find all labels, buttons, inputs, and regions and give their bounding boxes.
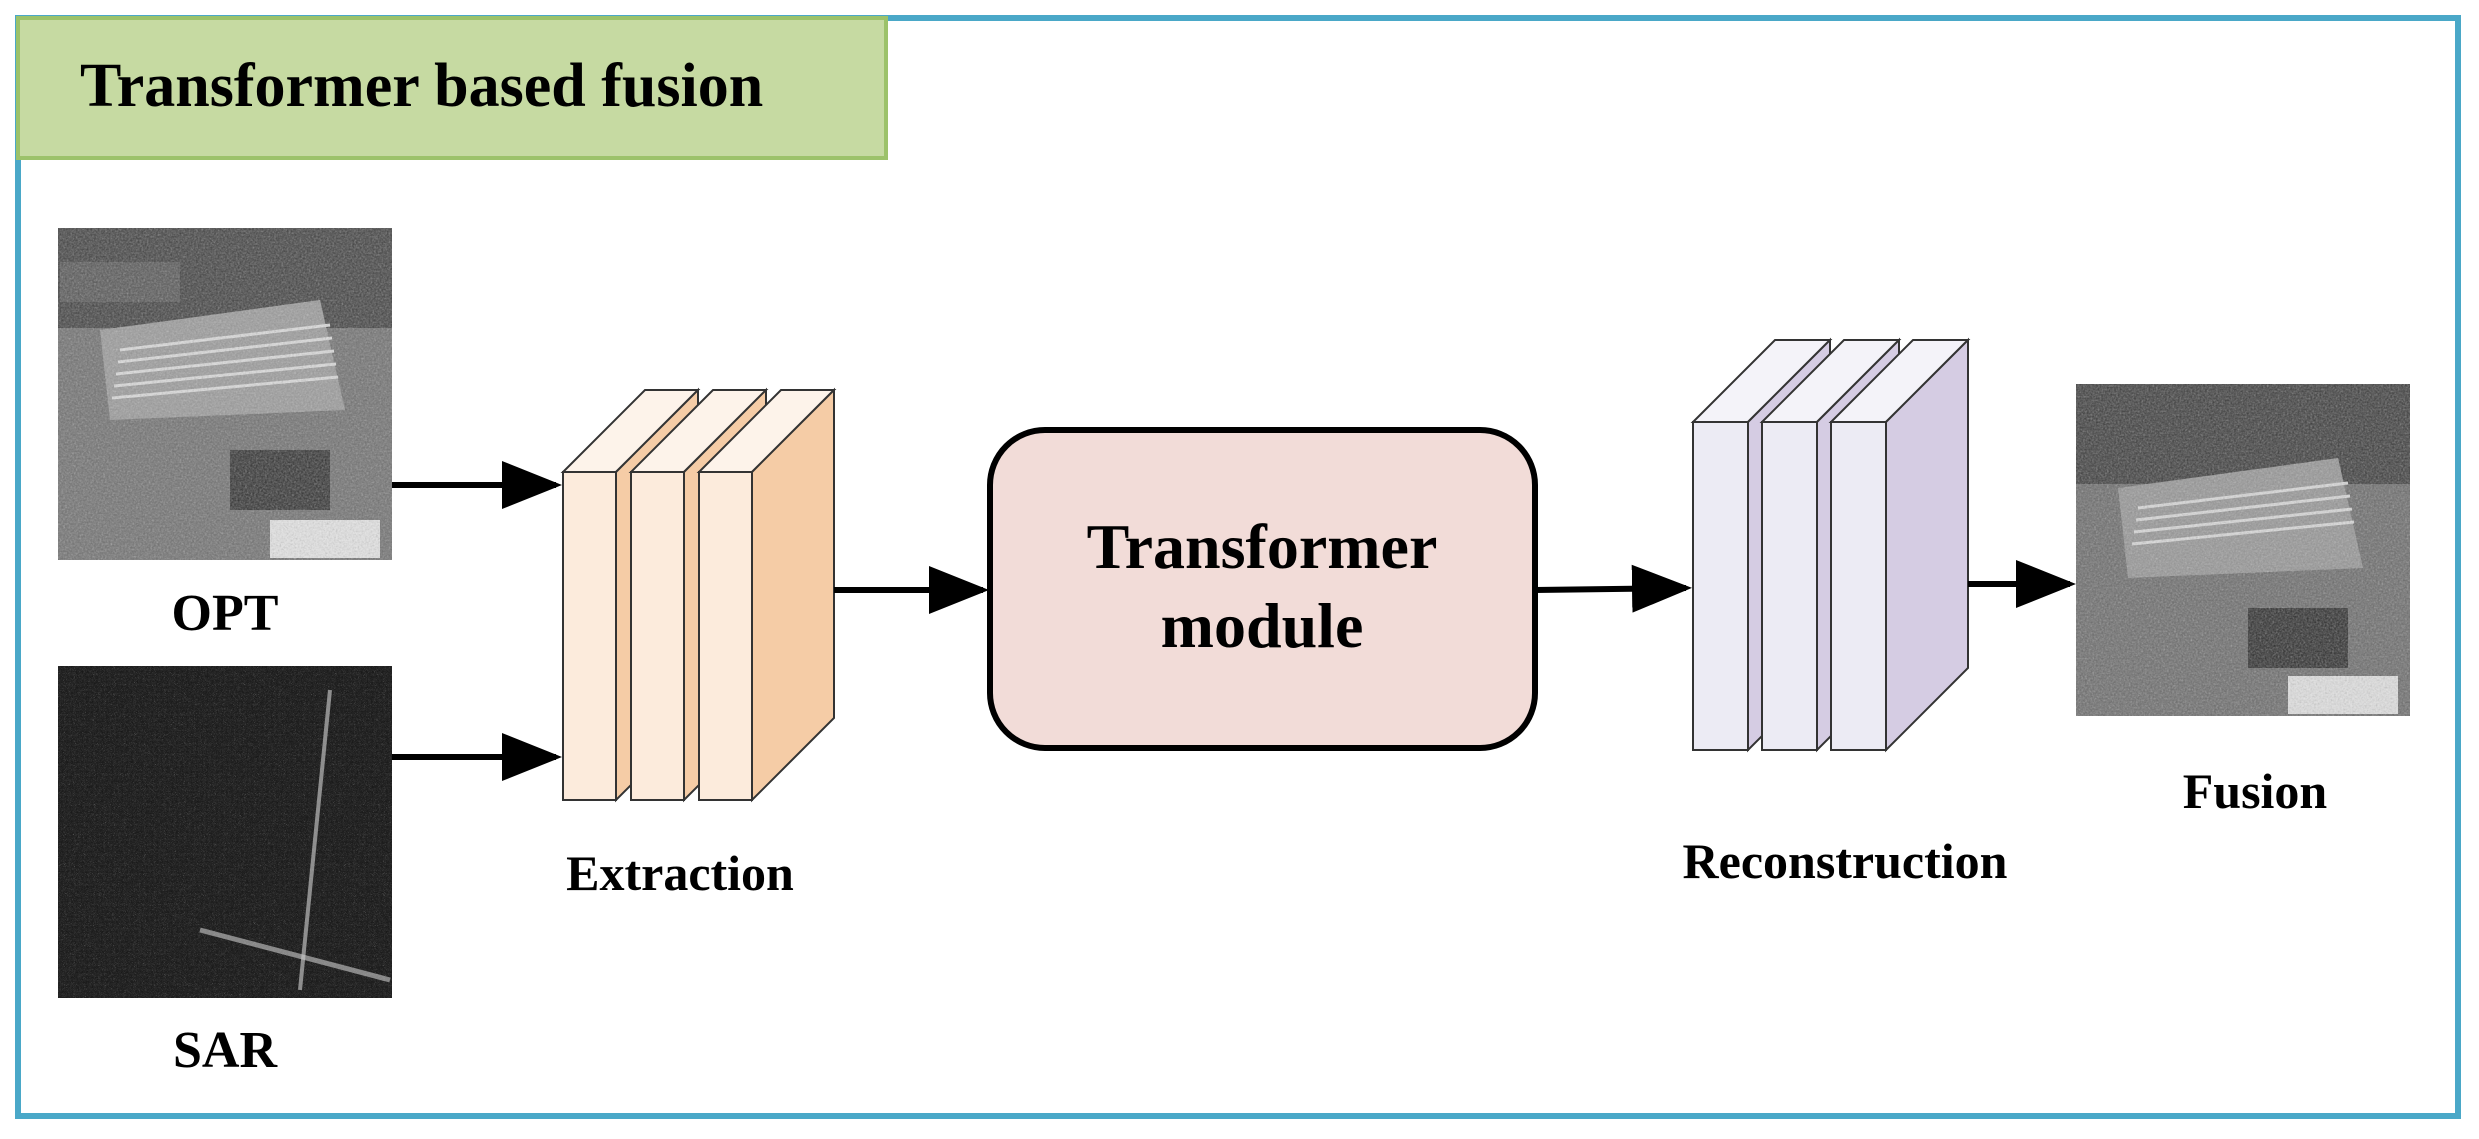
reconstruction-slab-3	[1828, 337, 1971, 753]
extraction-label: Extraction	[566, 845, 794, 901]
transformer-label-line2: module	[1161, 590, 1364, 661]
opt-image	[58, 228, 392, 560]
title-box: Transformer based fusion	[16, 16, 888, 160]
opt-label: OPT	[172, 585, 279, 642]
extraction-block	[560, 387, 837, 803]
arrow-transformer-to-reconstruction	[1534, 564, 1692, 613]
transformer-label-line1: Transformer	[1087, 511, 1438, 582]
sar-label: SAR	[173, 1022, 278, 1079]
sar-image	[58, 666, 392, 998]
extraction-slab-3	[696, 387, 837, 803]
reconstruction-block	[1690, 337, 1971, 753]
fusion-image	[2076, 384, 2410, 716]
reconstruction-label: Reconstruction	[1683, 833, 2008, 889]
fusion-label: Fusion	[2183, 763, 2328, 819]
diagram-title: Transformer based fusion	[80, 52, 763, 120]
transformer-module: Transformer module	[987, 427, 1538, 751]
